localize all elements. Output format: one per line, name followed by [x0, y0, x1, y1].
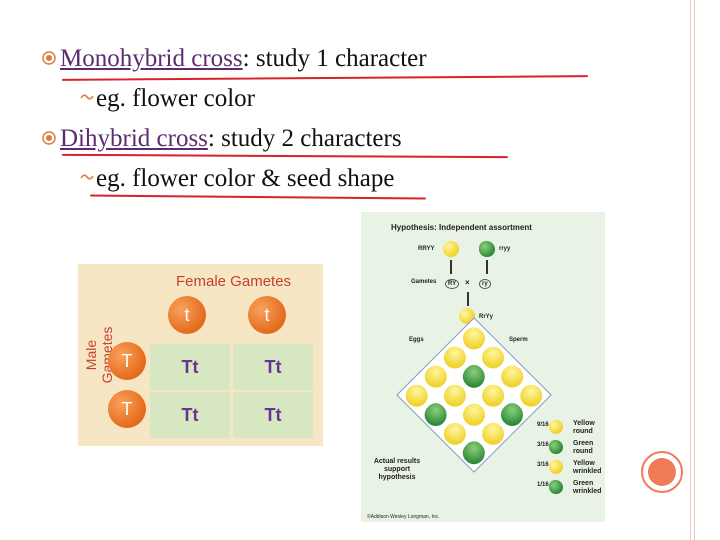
results-label: Actual results support hypothesis — [373, 458, 421, 481]
gamete-ry-dominant: RY — [445, 279, 460, 289]
legend-fraction: 9/16 — [537, 422, 549, 428]
legend-label: Green round — [573, 440, 594, 455]
bullet-dihybrid: Dihybrid cross: study 2 characters — [42, 125, 402, 153]
legend-fraction: 3/16 — [537, 462, 549, 468]
arrow — [467, 292, 469, 306]
legend-label: Yellow round — [573, 420, 595, 435]
wave-bullet-icon — [80, 174, 94, 180]
sperm-label: Sperm — [509, 337, 528, 343]
dihybrid-desc: : study 2 characters — [207, 125, 402, 152]
punnett-cell: Tt — [233, 344, 313, 390]
punnett-cell: Tt — [150, 392, 230, 438]
monohybrid-punnett-square: Female Gametes Male Gametes t t T T Tt T… — [78, 264, 323, 446]
cross-symbol: × — [465, 278, 470, 287]
decorative-circle — [641, 451, 683, 493]
handwritten-underline — [61, 153, 509, 159]
legend-fraction: 1/16 — [537, 482, 549, 488]
female-allele: t — [168, 296, 206, 334]
right-edge-line — [690, 0, 691, 540]
yellow-round-pea — [443, 241, 459, 257]
male-allele: T — [108, 390, 146, 428]
punnett-cell: Tt — [150, 344, 230, 390]
monohybrid-desc: : study 1 character — [242, 45, 427, 72]
dihybrid-term: Dihybrid cross — [60, 125, 208, 152]
legend-label: Green wrinkled — [573, 480, 602, 495]
yellow-round-pea — [549, 420, 563, 434]
sub-bullet-monohybrid-example: eg. flower color — [80, 85, 255, 113]
figure-title: Hypothesis: Independent assortment — [391, 223, 532, 232]
bullet-monohybrid: Monohybrid cross: study 1 character — [42, 45, 427, 73]
male-allele: T — [108, 342, 146, 380]
monohybrid-example: eg. flower color — [96, 85, 255, 112]
right-edge-line-2 — [694, 0, 695, 540]
dihybrid-cross-figure: Hypothesis: Independent assortment RRYY … — [361, 212, 605, 522]
monohybrid-term: Monohybrid cross — [60, 45, 243, 72]
parent1-genotype: RRYY — [418, 246, 435, 252]
female-allele: t — [248, 296, 286, 334]
punnett-cell: Tt — [233, 392, 313, 438]
yellow-wrinkled-pea — [549, 460, 563, 474]
arrow — [486, 260, 488, 274]
handwritten-underline — [89, 194, 427, 200]
f1-genotype: RrYy — [479, 314, 494, 320]
circle-bullet-icon — [42, 131, 56, 146]
legend-label: Yellow wrinkled — [573, 460, 602, 475]
sub-bullet-dihybrid-example: eg. flower color & seed shape — [80, 165, 395, 193]
arrow — [450, 260, 452, 274]
green-round-pea — [549, 440, 563, 454]
circle-bullet-icon — [42, 51, 56, 66]
gametes-label: Gametes — [411, 279, 437, 285]
green-wrinkled-pea — [549, 480, 563, 494]
parent2-genotype: rryy — [499, 246, 511, 252]
gamete-ry-recessive: ry — [479, 279, 491, 289]
copyright: ©Addison Wesley Longman, Inc. — [367, 514, 440, 520]
female-gametes-label: Female Gametes — [176, 273, 292, 290]
wave-bullet-icon — [80, 94, 94, 100]
dihybrid-example: eg. flower color & seed shape — [96, 165, 395, 192]
eggs-label: Eggs — [409, 337, 424, 343]
handwritten-underline — [61, 75, 589, 81]
green-wrinkled-pea — [479, 241, 495, 257]
legend-fraction: 3/16 — [537, 442, 549, 448]
